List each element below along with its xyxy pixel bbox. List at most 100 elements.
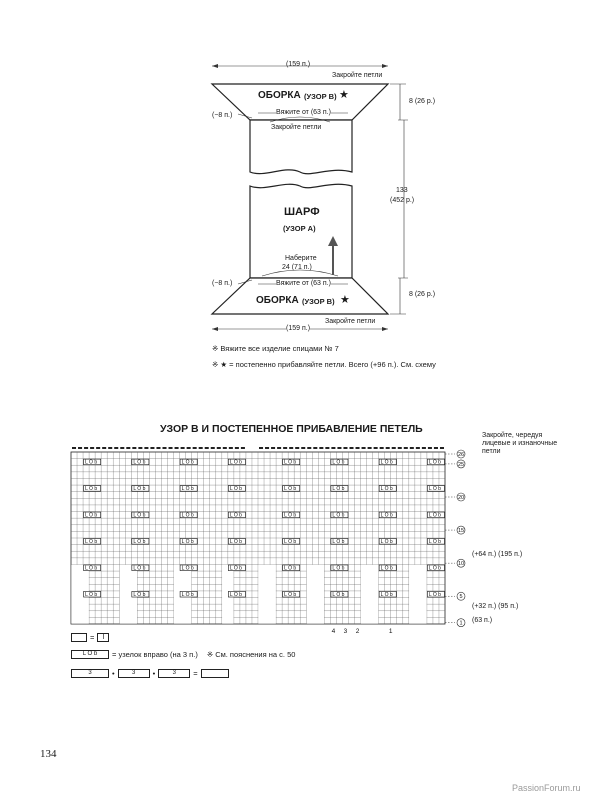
knot-symbol bbox=[378, 485, 397, 492]
bind-off-mark bbox=[331, 447, 336, 449]
row-number-marker bbox=[456, 492, 466, 502]
increase-symbol-icon: 3 bbox=[71, 669, 109, 678]
column-number: 1 bbox=[389, 628, 393, 635]
knot-symbol bbox=[427, 564, 445, 571]
row-number-marker bbox=[456, 591, 466, 601]
bind-off-mark bbox=[427, 447, 432, 449]
note-increase: ※ ★ = постепенно прибавляйте петли. Всег… bbox=[212, 360, 436, 369]
knot-symbol bbox=[330, 458, 349, 466]
svg-text:L O b: L O b bbox=[230, 566, 242, 572]
knot-symbol bbox=[282, 538, 301, 545]
bind-off-mark bbox=[156, 447, 161, 449]
bind-off-mark bbox=[174, 447, 179, 449]
column-number: 4 bbox=[332, 628, 336, 635]
blank-square-icon bbox=[71, 633, 87, 642]
svg-text:L O b: L O b bbox=[284, 566, 296, 572]
knot-symbol bbox=[282, 564, 301, 571]
svg-text:L O b: L O b bbox=[85, 486, 97, 492]
dec-bottom: (−8 п.) bbox=[212, 280, 233, 287]
svg-text:L O b: L O b bbox=[332, 460, 344, 466]
svg-text:L O b: L O b bbox=[332, 513, 344, 519]
stitch-chart: L O b L O b L O b L O b L O b L O b L O b L O b… bbox=[70, 447, 466, 635]
svg-text:L O b: L O b bbox=[182, 460, 194, 466]
bind-off-mark bbox=[403, 447, 408, 449]
bind-off-mark bbox=[373, 447, 378, 449]
svg-text:L O b: L O b bbox=[133, 592, 145, 598]
knot-symbol bbox=[228, 458, 246, 466]
bottom-width-label: (159 п.) bbox=[286, 325, 311, 332]
increase-symbol-icon: 3 bbox=[158, 669, 191, 678]
increase-symbol-icon: 3 bbox=[117, 669, 150, 678]
knot-symbol bbox=[378, 591, 397, 598]
bind-off-mark bbox=[367, 447, 372, 449]
knot-symbol bbox=[228, 485, 246, 492]
bottom-ruffle-shape bbox=[210, 277, 390, 315]
ruffle-top-title: ОБОРКА bbox=[258, 90, 301, 101]
knot-symbol bbox=[131, 485, 150, 492]
svg-text:L O b: L O b bbox=[381, 486, 393, 492]
knot-symbol bbox=[83, 485, 101, 492]
bind-off-mark bbox=[132, 447, 137, 449]
bind-off-mark bbox=[259, 447, 264, 449]
svg-text:L O b: L O b bbox=[230, 513, 242, 519]
inc-label-2: (+32 п.) (95 п.) bbox=[472, 603, 519, 610]
svg-text:L O b: L O b bbox=[429, 566, 441, 572]
column-number: 3 bbox=[344, 628, 348, 635]
svg-text:L O b: L O b bbox=[133, 539, 145, 545]
knot-symbol bbox=[378, 458, 397, 466]
svg-text:L O b: L O b bbox=[133, 513, 145, 519]
svg-text:20: 20 bbox=[458, 495, 464, 501]
knot-symbol bbox=[228, 511, 246, 518]
bind-off-mark bbox=[186, 447, 191, 449]
bind-off-mark bbox=[198, 447, 203, 449]
knot-symbol bbox=[427, 511, 445, 518]
svg-text:1: 1 bbox=[459, 621, 462, 627]
bind-off-mark bbox=[349, 447, 354, 449]
svg-text:L O b: L O b bbox=[429, 592, 441, 598]
bind-off-mark bbox=[204, 447, 209, 449]
bind-off-mark bbox=[150, 447, 155, 449]
svg-text:L O b: L O b bbox=[284, 486, 296, 492]
legend-knit: = I bbox=[71, 633, 110, 642]
bind-off-mark bbox=[433, 447, 438, 449]
chart-title: УЗОР В И ПОСТЕПЕННОЕ ПРИБАВЛЕНИЕ ПЕТЕЛЬ bbox=[160, 423, 423, 435]
knot-symbol bbox=[131, 458, 150, 466]
bind-off-mark bbox=[96, 447, 101, 449]
bind-off-mark bbox=[337, 447, 342, 449]
ruffle-bottom-title: ОБОРКА bbox=[256, 295, 299, 306]
star-icon: ★ bbox=[339, 89, 349, 101]
scarf-pattern: (УЗОР А) bbox=[283, 224, 316, 233]
bind-off-mark bbox=[138, 447, 143, 449]
knot-symbol bbox=[131, 564, 150, 571]
svg-text:L O b: L O b bbox=[429, 513, 441, 519]
knot-symbol bbox=[427, 485, 445, 492]
knot-symbol bbox=[83, 564, 101, 571]
bind-off-mark bbox=[222, 447, 227, 449]
empty-area bbox=[222, 564, 234, 624]
bind-off-mark bbox=[90, 447, 95, 449]
bind-off-mark bbox=[391, 447, 396, 449]
knot-symbol bbox=[330, 564, 349, 571]
knot-symbol bbox=[378, 564, 397, 571]
note-needles: ※ Вяжите все изделие спицами № 7 bbox=[212, 344, 339, 353]
knot-symbol bbox=[83, 538, 101, 545]
knot-symbol bbox=[378, 538, 397, 545]
scarf-schematic bbox=[210, 64, 408, 331]
bind-off-mark bbox=[192, 447, 197, 449]
svg-text:L O b: L O b bbox=[85, 539, 97, 545]
knot-symbol bbox=[83, 511, 101, 518]
row-number-marker bbox=[456, 525, 466, 535]
knot-symbol bbox=[427, 458, 445, 466]
knot-symbol bbox=[330, 511, 349, 518]
svg-text:L O b: L O b bbox=[332, 592, 344, 598]
bind-off-mark bbox=[180, 447, 185, 449]
svg-text:10: 10 bbox=[458, 561, 464, 567]
increase-result-icon bbox=[200, 669, 229, 678]
knot-symbol bbox=[282, 458, 301, 466]
svg-text:L O b: L O b bbox=[182, 513, 194, 519]
svg-text:L O b: L O b bbox=[429, 460, 441, 466]
empty-area bbox=[360, 564, 379, 624]
knot-symbol bbox=[83, 591, 101, 598]
scarf-top-section bbox=[249, 119, 353, 175]
svg-text:L O b: L O b bbox=[182, 592, 194, 598]
